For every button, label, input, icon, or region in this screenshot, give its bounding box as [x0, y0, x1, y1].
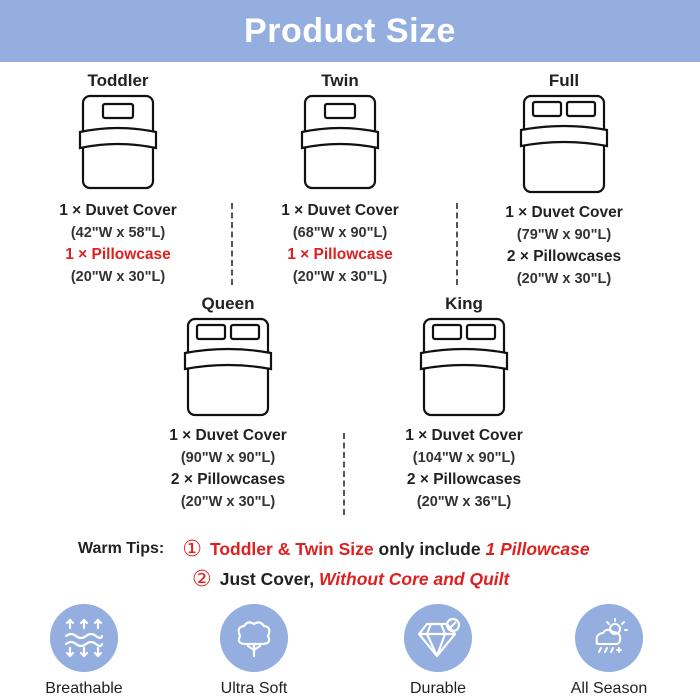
- tip-row-2: ② Just Cover, Without Core and Quilt: [192, 566, 509, 592]
- pillow-qty: 2 × Pillowcases: [170, 471, 286, 488]
- double-bed-icon: [183, 317, 273, 417]
- pillow-qty: 2 × Pillowcases: [406, 471, 522, 488]
- size-card-queen: Queen 1 × Duvet Cover (90"W x 90"L) 2 × …: [128, 293, 328, 513]
- feature-breathable: Breathable: [24, 604, 144, 698]
- feature-ultra-soft: Ultra Soft: [194, 604, 314, 698]
- tip-row-1: Warm Tips: ① Toddler & Twin Size only in…: [78, 536, 590, 562]
- pillow-dimensions: (20"W x 36"L): [416, 494, 512, 510]
- single-bed-icon: [300, 94, 380, 190]
- double-bed-icon: [519, 94, 609, 194]
- dashed-divider: [343, 433, 345, 515]
- pillow-qty: 1 × Pillowcase: [287, 246, 393, 263]
- dashed-divider: [456, 203, 458, 285]
- pillow-dimensions: (20"W x 30"L): [180, 494, 276, 510]
- breathable-icon: [50, 604, 118, 672]
- weather-icon: [575, 604, 643, 672]
- duvet-qty: 1 × Duvet Cover: [169, 427, 287, 444]
- duvet-dimensions: (42"W x 58"L): [70, 225, 166, 241]
- size-name: Full: [548, 71, 580, 90]
- size-name: King: [445, 294, 483, 313]
- size-card-king: King 1 × Duvet Cover (104"W x 90"L) 2 × …: [364, 293, 564, 513]
- size-card-toddler: Toddler 1 × Duvet Cover (42"W x 58"L) 1 …: [18, 70, 218, 288]
- tip1-highlight: Toddler & Twin Size: [209, 538, 374, 559]
- single-bed-icon: [78, 94, 158, 190]
- warm-tips: Warm Tips: ① Toddler & Twin Size only in…: [0, 536, 700, 596]
- cotton-icon: [220, 604, 288, 672]
- diamond-icon: [404, 604, 472, 672]
- size-name: Queen: [201, 294, 255, 313]
- tip1-text: only include: [373, 538, 486, 559]
- duvet-qty: 1 × Duvet Cover: [59, 202, 177, 219]
- duvet-qty: 1 × Duvet Cover: [505, 204, 623, 221]
- tip1-emphasis: 1 Pillowcase: [485, 538, 590, 559]
- feature-label: All Season: [570, 680, 648, 697]
- pillow-dimensions: (20"W x 30"L): [292, 269, 388, 285]
- duvet-dimensions: (90"W x 90"L): [180, 450, 276, 466]
- dashed-divider: [231, 203, 233, 285]
- pillow-dimensions: (20"W x 30"L): [516, 271, 612, 287]
- page-title: Product Size: [244, 11, 456, 50]
- circled-number-2: ②: [192, 566, 212, 591]
- feature-durable: Durable: [378, 604, 498, 698]
- circled-number-1: ①: [182, 536, 202, 561]
- tip2-text: Just Cover,: [219, 568, 319, 589]
- duvet-qty: 1 × Duvet Cover: [281, 202, 399, 219]
- size-name: Twin: [321, 71, 359, 90]
- pillow-qty: 2 × Pillowcases: [506, 248, 622, 265]
- feature-label: Breathable: [45, 680, 123, 697]
- double-bed-icon: [419, 317, 509, 417]
- feature-label: Ultra Soft: [220, 680, 288, 697]
- duvet-qty: 1 × Duvet Cover: [405, 427, 523, 444]
- tip2-emphasis: Without Core and Quilt: [318, 568, 510, 589]
- size-card-full: Full 1 × Duvet Cover (79"W x 90"L) 2 × P…: [464, 70, 664, 290]
- duvet-dimensions: (104"W x 90"L): [412, 450, 516, 466]
- size-name: Toddler: [87, 71, 149, 90]
- duvet-dimensions: (68"W x 90"L): [292, 225, 388, 241]
- pillow-dimensions: (20"W x 30"L): [70, 269, 166, 285]
- tips-label: Warm Tips:: [78, 540, 165, 557]
- duvet-dimensions: (79"W x 90"L): [516, 227, 612, 243]
- header-banner: Product Size: [0, 0, 700, 62]
- pillow-qty: 1 × Pillowcase: [65, 246, 171, 263]
- feature-all-season: All Season: [549, 604, 669, 698]
- feature-label: Durable: [409, 680, 467, 697]
- size-card-twin: Twin 1 × Duvet Cover (68"W x 90"L) 1 × P…: [240, 70, 440, 288]
